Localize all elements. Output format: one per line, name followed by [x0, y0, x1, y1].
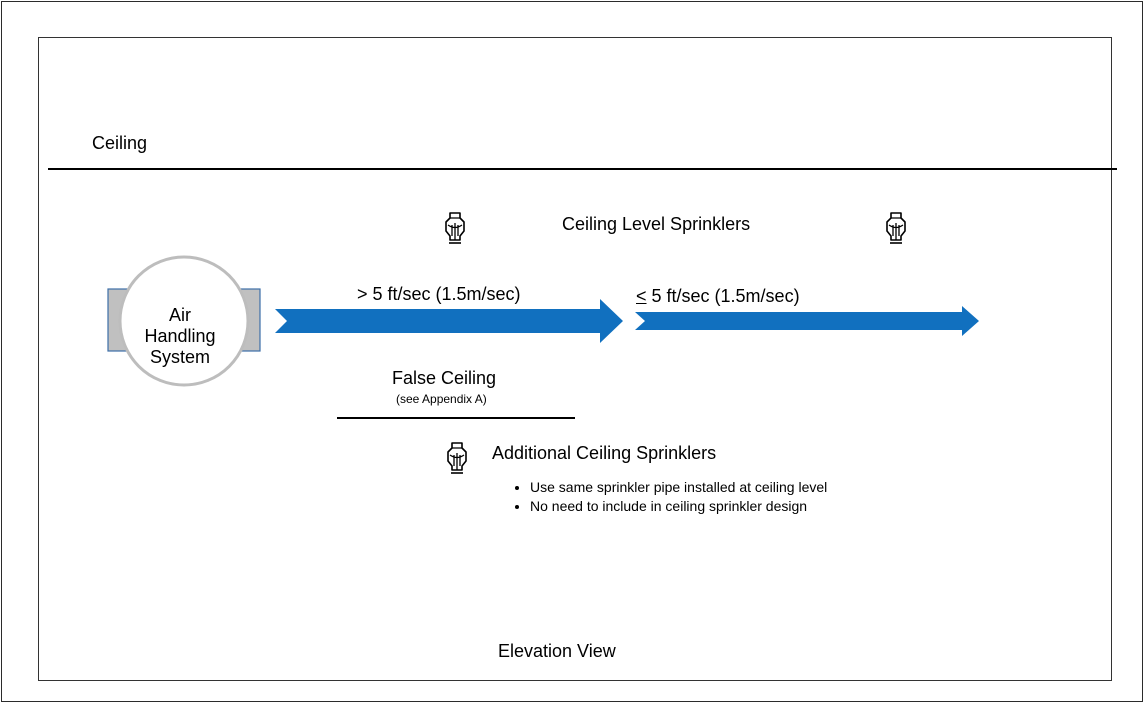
- diagram-frame: [38, 37, 1112, 681]
- less-than-or-equal-symbol: <: [636, 286, 647, 306]
- airflow-speed-high: > 5 ft/sec (1.5m/sec): [357, 284, 521, 304]
- ceiling-label: Ceiling: [92, 133, 148, 153]
- sprinkler-head-icon: [886, 212, 906, 244]
- additional-sprinklers-label: Additional Ceiling Sprinklers: [492, 443, 717, 463]
- airflow-arrow-slow: [635, 306, 979, 336]
- sprinkler-head-icon: [447, 442, 467, 474]
- false-ceiling-line: [337, 417, 575, 419]
- ceiling-line: [48, 168, 1117, 170]
- air-handling-unit: [118, 255, 250, 387]
- sprinkler-head-icon: [445, 212, 465, 244]
- airflow-speed-low: < 5 ft/sec (1.5m/sec): [636, 286, 800, 307]
- ceiling-sprinklers-label: Ceiling Level Sprinklers: [562, 214, 751, 234]
- false-ceiling-label: False Ceiling: [392, 368, 497, 388]
- air-handling-system-label: Air Handling System: [144, 305, 216, 367]
- airflow-speed-low-text: 5 ft/sec (1.5m/sec): [646, 286, 800, 306]
- false-ceiling-note: (see Appendix A): [396, 392, 487, 406]
- airflow-arrow-fast: [275, 299, 623, 343]
- diagram-caption: Elevation View: [498, 641, 616, 661]
- list-item: Use same sprinkler pipe installed at cei…: [530, 478, 827, 497]
- list-item: No need to include in ceiling sprinkler …: [530, 497, 827, 516]
- notes-list: Use same sprinkler pipe installed at cei…: [510, 478, 827, 516]
